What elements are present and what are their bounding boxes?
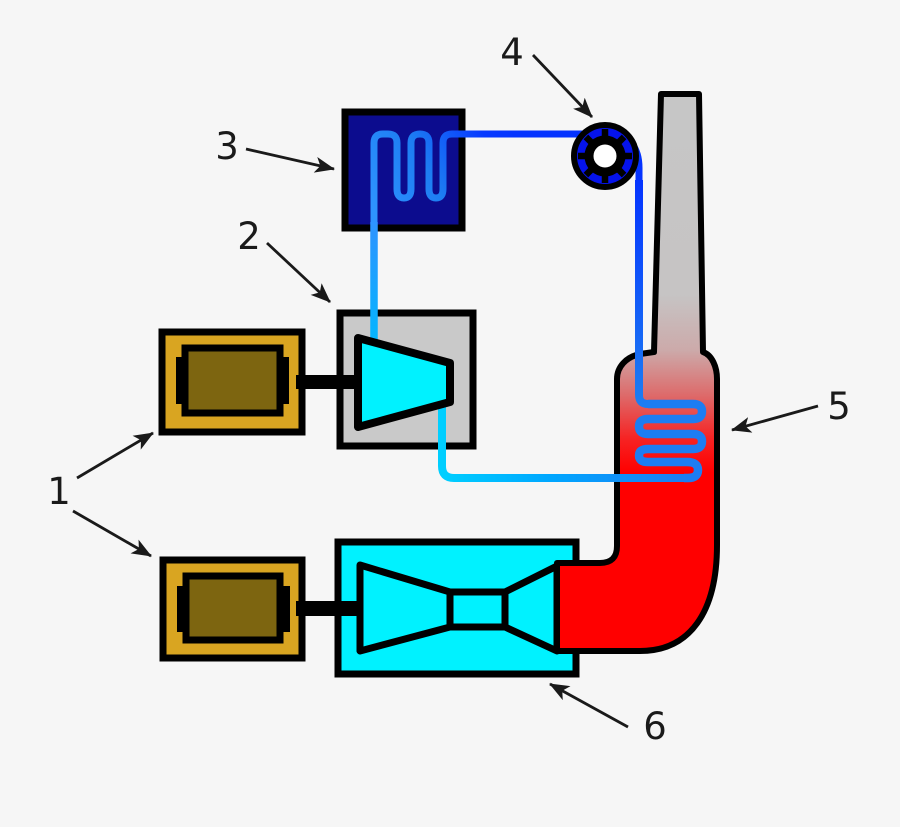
generator-bottom-brush-left (177, 586, 188, 632)
drive-shaft-top (296, 375, 362, 389)
label-1: 1 (47, 470, 71, 513)
generator-bottom-brush-right (279, 586, 290, 632)
pipe-pump-to-stack (635, 180, 652, 408)
label-2: 2 (237, 215, 261, 258)
generator-bottom-core (182, 572, 284, 644)
pipe-stack-to-turbine (438, 400, 686, 482)
generator-top-core (181, 344, 284, 417)
arrow-4-pump (531, 54, 594, 118)
gas-turbine (334, 538, 580, 678)
arrow-5-heat-exchanger (731, 404, 819, 433)
generator-top-brush-right (278, 357, 289, 404)
combustor-section (446, 588, 509, 631)
pipe-condenser-coil-to-pump (370, 130, 643, 228)
label-3: 3 (215, 125, 239, 168)
arrow-2-power-turbine (266, 241, 331, 304)
arrow-3-condenser (245, 147, 335, 173)
pump-hub (590, 141, 620, 171)
arrow-6-gas-turbine (549, 682, 629, 729)
pump-gear-ring (584, 135, 626, 177)
generator-bottom (159, 556, 306, 662)
drive-shaft-bottom (296, 601, 362, 616)
callout-labels: 1 2 3 4 5 6 (47, 31, 851, 748)
working-fluid-piping (370, 130, 707, 483)
generator-top (158, 328, 306, 436)
callout-arrows (72, 54, 819, 729)
power-turbine-rotor (354, 334, 454, 431)
pump (571, 122, 639, 190)
arrow-1-bottom-generator (72, 509, 152, 558)
stack-heat-exchanger-coil (634, 399, 707, 483)
label-6: 6 (643, 705, 667, 748)
label-5: 5 (827, 385, 851, 428)
arrow-1-top-generator (76, 431, 154, 480)
generator-top-brush-left (176, 357, 187, 404)
label-4: 4 (500, 31, 524, 74)
